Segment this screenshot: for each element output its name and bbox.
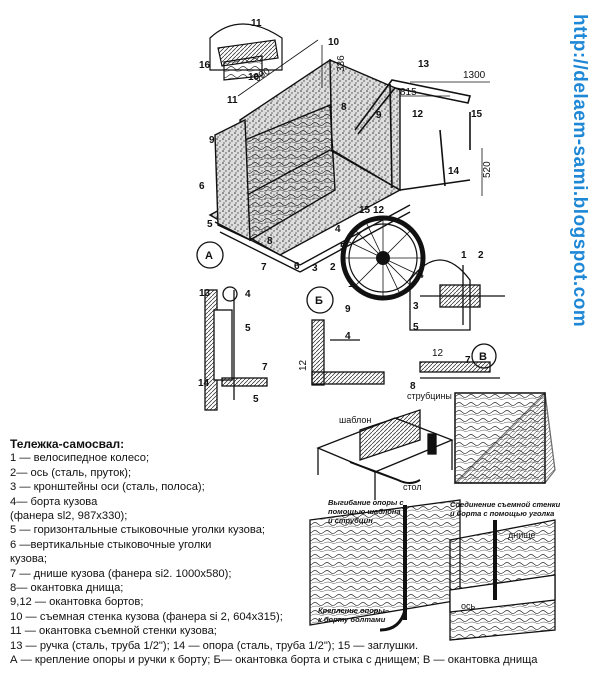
b-label-4: 4 bbox=[345, 331, 351, 342]
labels: 990 336 1300 815 520 12 12 11 16 10 11 9… bbox=[198, 18, 536, 611]
detail-b-label: Б bbox=[315, 295, 323, 307]
legend-item: 13 — ручка (сталь, труба 1/2"); 14 — опо… bbox=[10, 639, 419, 652]
a-label-5b: 5 bbox=[253, 394, 259, 405]
detail-v-label: В bbox=[479, 351, 487, 363]
legend-title: Тележка-самосвал: bbox=[10, 437, 125, 451]
legend-item: 9,12 — окантовка бортов; bbox=[10, 596, 144, 609]
dim-1300: 1300 bbox=[463, 70, 486, 81]
caption-join: Соединение съемной стенки и борта с помо… bbox=[450, 500, 561, 518]
label-dnishche: днище bbox=[508, 530, 536, 540]
floor-join-illustration bbox=[449, 519, 556, 641]
a-label-5: 5 bbox=[245, 323, 251, 334]
legend-item: А — крепление опоры и ручки к борту; Б— … bbox=[10, 654, 538, 667]
part-5-mid: 5 bbox=[340, 242, 346, 253]
part-1: 1 bbox=[348, 279, 354, 290]
v-label-8: 8 bbox=[410, 381, 416, 392]
wall-join-illustration bbox=[453, 391, 556, 484]
part-6: 6 bbox=[294, 261, 300, 272]
detail-a bbox=[196, 241, 268, 411]
part-8: 8 bbox=[267, 236, 273, 247]
inset-wall-trim bbox=[209, 23, 283, 81]
dim-336: 336 bbox=[336, 55, 347, 72]
part-13: 13 bbox=[418, 59, 430, 70]
legend-item: 4— борта кузова bbox=[10, 495, 98, 508]
v-label-7: 7 bbox=[465, 355, 471, 366]
site-url-watermark: http://delaem-sami.blogspot.com bbox=[569, 14, 588, 327]
part-3: 3 bbox=[312, 263, 318, 274]
hub-label-1: 1 bbox=[461, 250, 467, 261]
jig-illustration bbox=[316, 409, 454, 500]
site-url-text: http://delaem-sami.blogspot.com bbox=[569, 14, 588, 327]
detail-b bbox=[306, 286, 385, 386]
dimension-lines bbox=[237, 39, 490, 196]
a-label-7: 7 bbox=[262, 362, 268, 373]
label-shablon: шаблон bbox=[339, 415, 371, 425]
label-strubtsiny: струбцины bbox=[407, 391, 452, 401]
handle-and-leg bbox=[354, 79, 472, 191]
part-5-left: 5 bbox=[207, 219, 213, 230]
legend-item: 2— ось (сталь, пруток); bbox=[10, 466, 132, 479]
part-11-top: 11 bbox=[251, 18, 262, 29]
part-11: 11 bbox=[227, 95, 238, 106]
hub-label-4: 4 bbox=[418, 270, 424, 281]
dim-12-v: 12 bbox=[432, 348, 444, 359]
part-7: 7 bbox=[261, 262, 267, 273]
detail-v bbox=[419, 343, 500, 379]
legend-item: 6 —вертикальные стыковочные уголки bbox=[10, 538, 212, 551]
part-15: 15 bbox=[359, 205, 371, 216]
legend-item: 1 — велосипедное колесо; bbox=[10, 452, 150, 465]
bicycle-wheel bbox=[340, 215, 426, 301]
part-10: 10 bbox=[328, 37, 340, 48]
a-label-4: 4 bbox=[245, 289, 251, 300]
dim-815: 815 bbox=[400, 87, 417, 98]
label-stol: стол bbox=[403, 482, 422, 492]
detail-a-label: А bbox=[205, 250, 213, 262]
cart-body bbox=[208, 58, 411, 273]
part-4-mid: 4 bbox=[335, 224, 341, 235]
a-label-13: 13 bbox=[199, 288, 211, 299]
legend-item: 10 — съемная стенка кузова (фанера si 2,… bbox=[10, 610, 283, 623]
caption-mount: Крепление опоры к борту болтами bbox=[318, 606, 386, 624]
legend-item: кузова; bbox=[10, 553, 47, 566]
legend-item: 5 — горизонтальные стыковочные уголки ку… bbox=[10, 524, 266, 537]
hub-label-3: 3 bbox=[413, 301, 419, 312]
part-9-right: 9 bbox=[376, 110, 382, 121]
hub-label-2: 2 bbox=[478, 250, 484, 261]
label-os: ось bbox=[461, 601, 476, 611]
hub-label-5: 5 bbox=[413, 322, 419, 333]
part-12-mid: 12 bbox=[373, 205, 385, 216]
legend-item: 8— окантовка днища; bbox=[10, 582, 124, 595]
legend-item: 3 — кронштейны оси (сталь, полоса); bbox=[10, 481, 205, 494]
part-10-top: 10 bbox=[248, 72, 260, 83]
legend: Тележка-самосвал: 1 — велосипедное колес… bbox=[10, 437, 595, 668]
part-16: 16 bbox=[199, 60, 211, 71]
dim-520: 520 bbox=[482, 161, 493, 178]
part-2: 2 bbox=[330, 262, 336, 273]
part-12: 12 bbox=[412, 109, 424, 120]
legend-item: 7 — днише кузова (фанера si2. 1000x580); bbox=[10, 567, 232, 580]
part-15-right: 15 bbox=[471, 109, 483, 120]
dim-12-b: 12 bbox=[298, 359, 309, 371]
b-label-9: 9 bbox=[345, 304, 351, 315]
part-8-top: 8 bbox=[341, 102, 347, 113]
part-14: 14 bbox=[448, 166, 460, 177]
caption-bend: Выгибание опоры с помощью шаблона и стру… bbox=[328, 498, 404, 525]
part-9-left: 9 bbox=[209, 135, 215, 146]
a-label-14: 14 bbox=[198, 378, 210, 389]
legend-item: (фанера sl2, 987x330); bbox=[10, 510, 128, 523]
legend-item: 11 — окантовка съемной стенки кузова; bbox=[10, 625, 217, 638]
part-6-left: 6 bbox=[199, 181, 205, 192]
hub-detail bbox=[409, 259, 505, 331]
